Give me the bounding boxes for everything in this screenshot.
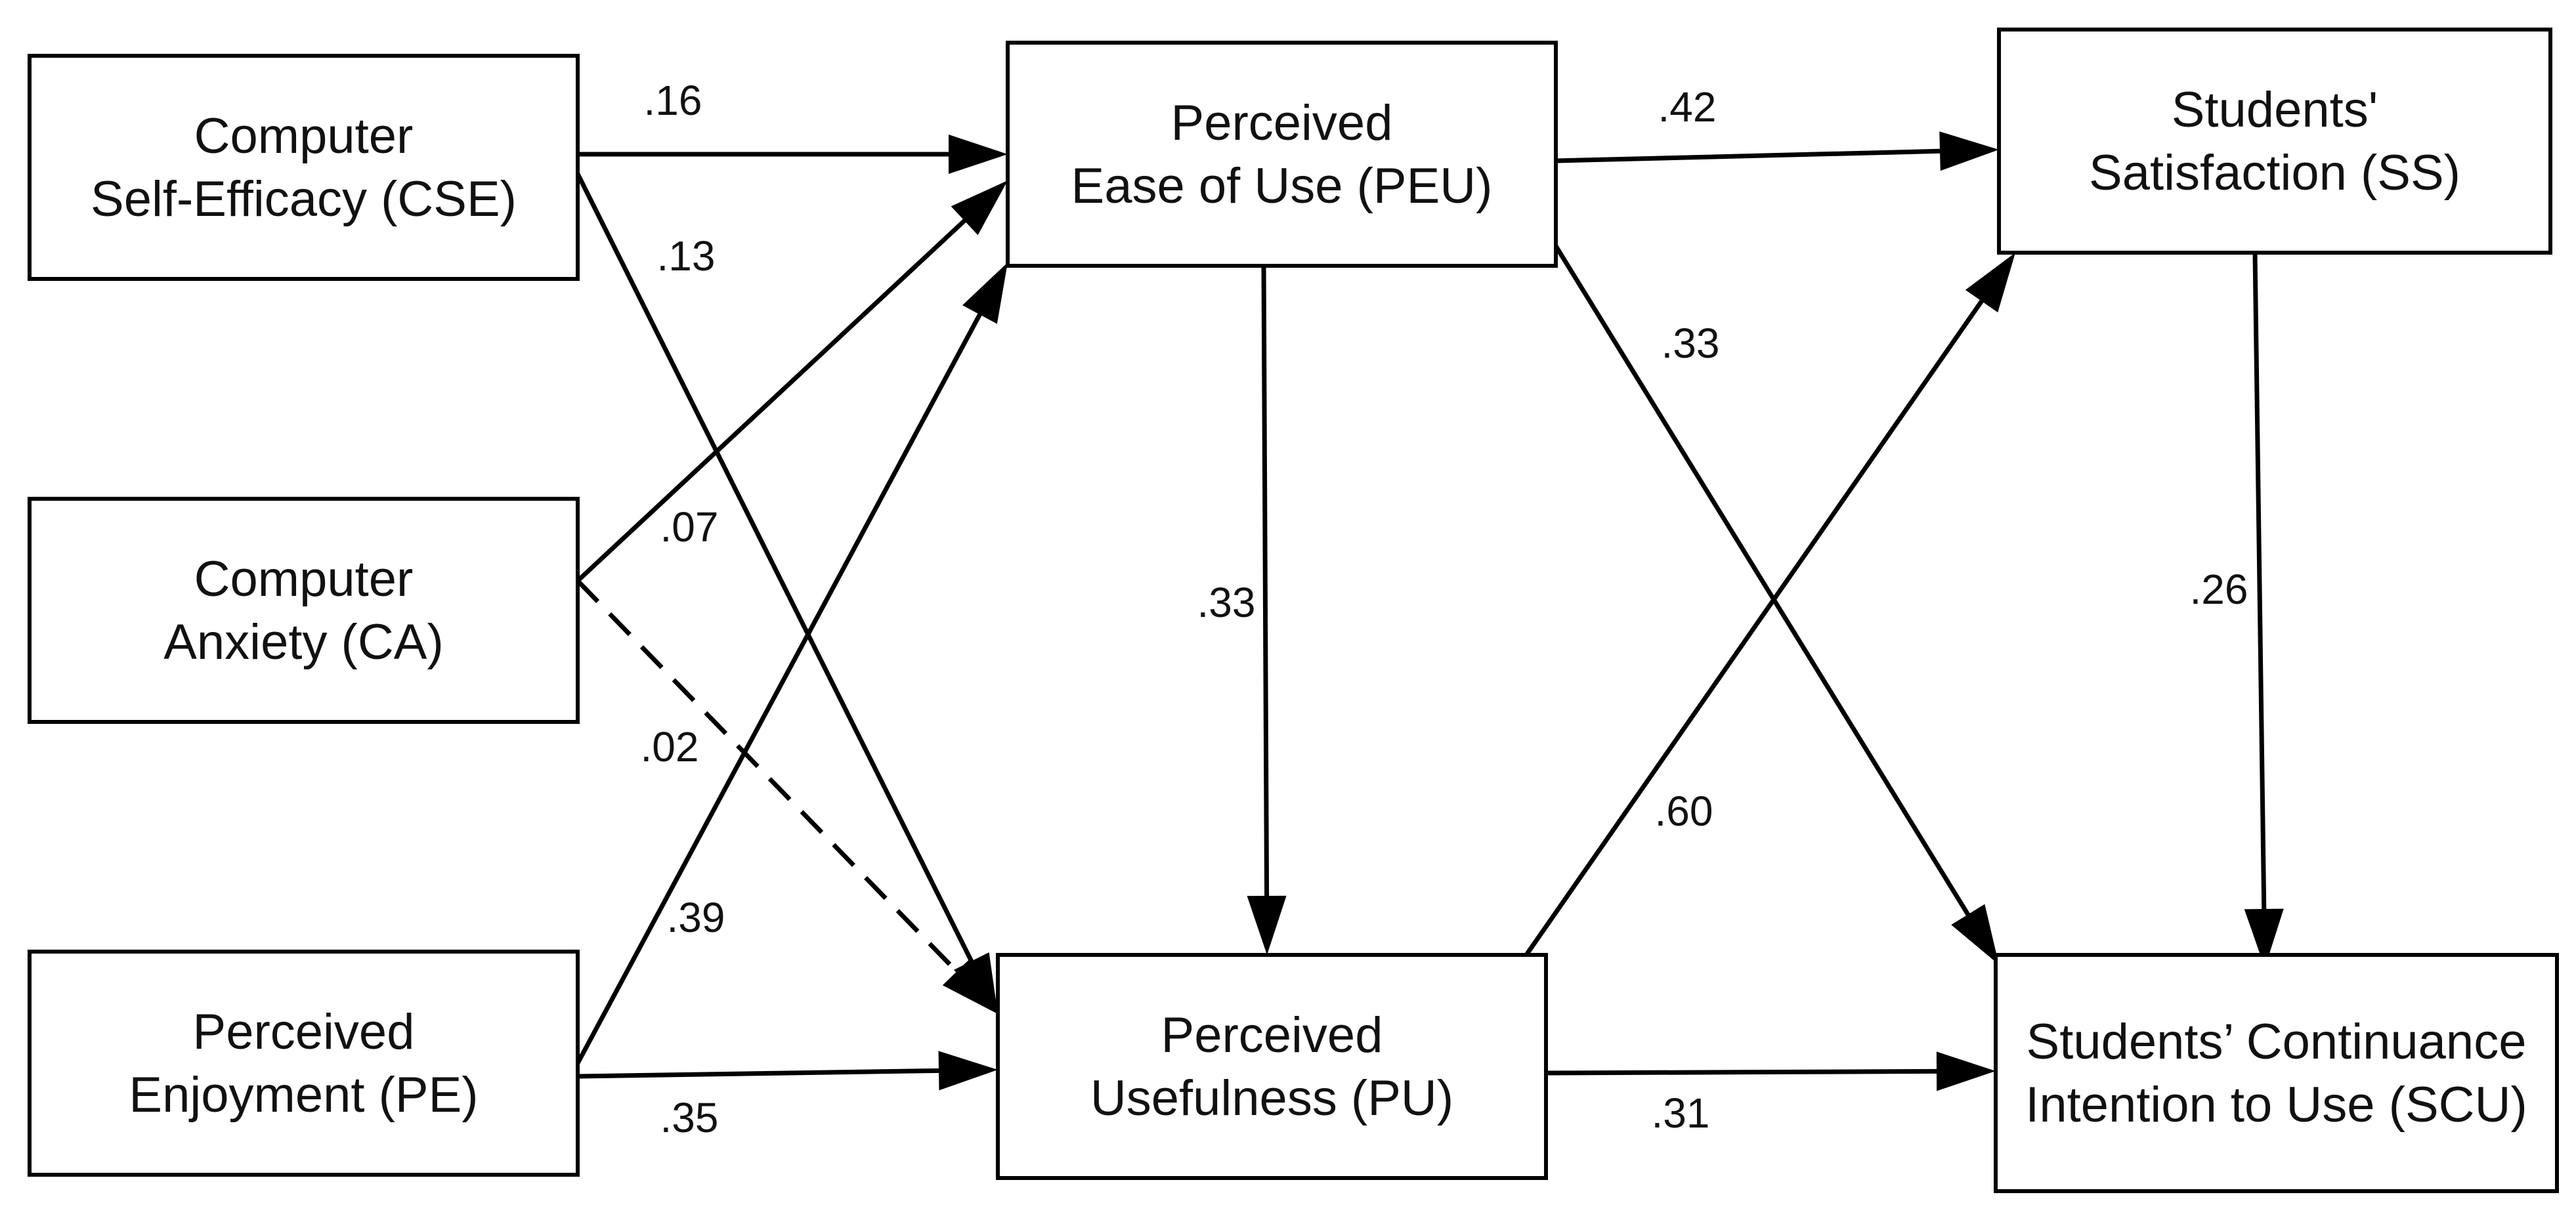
edge-line-ca-peu — [576, 217, 968, 583]
coefficient-label-ca-pu: .02 — [641, 723, 699, 770]
edge-line-cse-pu — [575, 173, 975, 965]
coefficient-label-pe-peu: .39 — [667, 894, 725, 941]
node-label-ss-line-1: Students' — [2172, 82, 2378, 138]
node-label-cse-line-1: Computer — [194, 108, 414, 164]
node-ss: Students' Satisfaction (SS) — [1997, 28, 2552, 255]
edge-line-pe-pu — [577, 1068, 942, 1079]
node-box-ss — [1997, 28, 2552, 255]
edge-line-pe-peu — [575, 311, 983, 1064]
coefficient-label-peu-pu: .33 — [1197, 579, 1256, 626]
coefficient-label-peu-ss: .42 — [1658, 83, 1717, 131]
arrow-head-ca-peu — [951, 180, 1008, 236]
edge-peu-scu — [1554, 245, 1999, 965]
coefficient-label-ca-peu: .07 — [660, 503, 719, 551]
node-label-pe-line-1: Perceived — [193, 1004, 415, 1060]
node-box-pu — [996, 953, 1548, 1180]
arrow-head-pu-ss — [1965, 253, 2015, 313]
node-label-ca-line-2: Anxiety (CA) — [163, 614, 444, 670]
edge-line-ca-pu — [576, 579, 960, 975]
node-box-pe — [28, 950, 580, 1177]
edge-pu-scu — [1545, 1051, 1996, 1091]
arrow-head-peu-ss — [1939, 131, 1999, 171]
edge-line-peu-scu — [1554, 245, 1971, 918]
edge-peu-ss — [1555, 131, 1999, 171]
arrow-head-cse-peu — [949, 135, 1008, 174]
edge-line-pu-scu — [1545, 1068, 1940, 1076]
edge-line-ss-scu — [2252, 252, 2267, 912]
edge-pe-peu — [575, 263, 1008, 1064]
edge-cse-peu — [578, 135, 1008, 174]
coefficient-label-pe-pu: .35 — [660, 1094, 719, 1141]
node-label-ca-line-1: Computer — [194, 551, 414, 607]
coefficient-label-ss-scu: .26 — [2190, 566, 2248, 613]
edge-line-pu-ss — [1524, 297, 1985, 956]
coefficient-label-peu-scu: .33 — [1662, 320, 1720, 367]
edge-pe-pu — [577, 1051, 998, 1091]
coefficient-label-cse-pu: .13 — [657, 232, 716, 280]
arrow-head-peu-pu — [1247, 895, 1287, 955]
node-label-pu-line-2: Usefulness (PU) — [1090, 1070, 1453, 1126]
coefficient-label-pu-scu: .31 — [1652, 1089, 1710, 1137]
arrow-head-peu-scu — [1951, 904, 1999, 965]
node-label-peu-line-1: Perceived — [1171, 95, 1393, 151]
coefficient-label-cse-peu: .16 — [644, 77, 702, 124]
edge-line-peu-ss — [1555, 148, 1943, 163]
coefficient-labels-layer: .16 .13 .07 .02 .39 .35 .33 .42 .33 .60 .31 .26 — [641, 77, 2248, 1141]
node-label-peu-line-2: Ease of Use (PEU) — [1071, 158, 1493, 214]
arrow-head-ca-pu — [942, 958, 998, 1014]
edge-cse-pu — [575, 173, 998, 1014]
arrow-head-pe-pu — [938, 1051, 998, 1091]
node-label-ss-line-2: Satisfaction (SS) — [2089, 145, 2460, 201]
edge-peu-pu — [1247, 265, 1287, 955]
node-box-peu — [1006, 41, 1558, 268]
edge-ss-scu — [2244, 252, 2284, 968]
node-label-pe-line-2: Enjoyment (PE) — [129, 1067, 478, 1123]
edges-layer — [575, 131, 2284, 1091]
node-label-scu-line-2: Intention to Use (SCU) — [2025, 1077, 2527, 1133]
edge-line-peu-pu — [1261, 265, 1270, 899]
node-box-scu — [1994, 953, 2559, 1193]
edge-ca-peu — [576, 180, 1008, 583]
node-box-ca — [28, 497, 580, 724]
edge-ca-pu — [576, 579, 998, 1014]
node-box-cse — [28, 54, 580, 281]
node-label-scu-line-1: Students’ Continuance — [2027, 1014, 2527, 1070]
node-label-cse-line-2: Self-Efficacy (CSE) — [91, 171, 517, 227]
node-label-pu-line-1: Perceived — [1161, 1007, 1383, 1063]
arrow-head-pe-peu — [962, 263, 1008, 324]
edge-pu-ss — [1524, 253, 2015, 956]
arrow-head-pu-scu — [1936, 1051, 1996, 1091]
arrow-head-ss-scu — [2244, 908, 2284, 968]
coefficient-label-pu-ss: .60 — [1655, 788, 1713, 835]
